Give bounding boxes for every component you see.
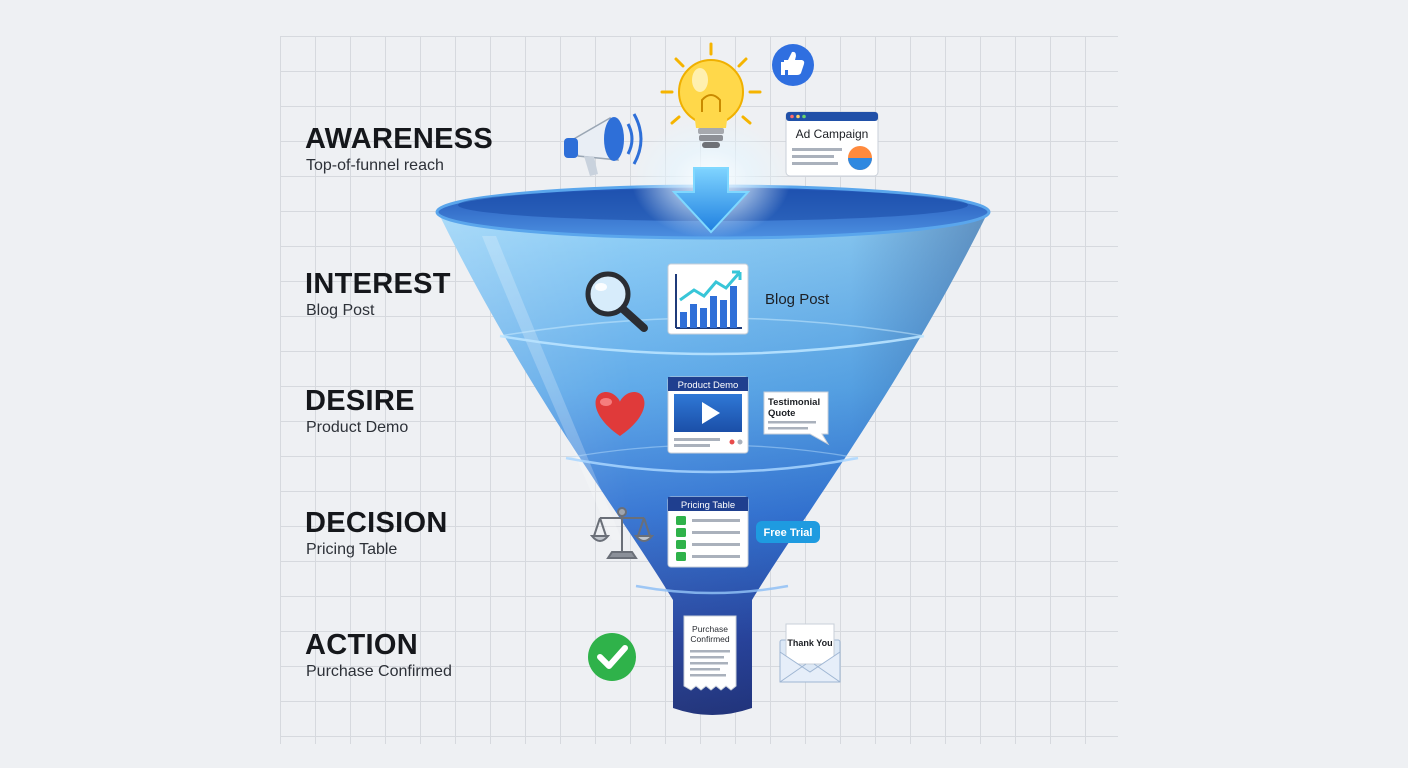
checkmark-icon [588, 633, 636, 681]
purchase-label-line2: Confirmed [690, 634, 729, 644]
megaphone-icon [564, 113, 643, 176]
ad-campaign-card: Ad Campaign [785, 111, 879, 177]
balance-scale-icon [589, 507, 655, 559]
pricing-table-label: Pricing Table [681, 500, 735, 511]
stage-subtitle-interest: Blog Post [306, 302, 375, 319]
stage-title-awareness: AWARENESS [305, 123, 494, 155]
stage-title-action: ACTION [305, 629, 418, 661]
free-trial-pill: Free Trial [756, 521, 820, 543]
blog-post-label: Blog Post [765, 291, 830, 308]
thank-you-label: Thank You [787, 638, 832, 648]
stage-title-interest: INTEREST [305, 268, 451, 300]
growth-chart-icon [667, 263, 749, 335]
testimonial-bubble-icon: Testimonial Quote [763, 391, 830, 446]
lightbulb-icon [660, 42, 762, 148]
stage-subtitle-decision: Pricing Table [306, 541, 398, 558]
free-trial-label: Free Trial [764, 527, 813, 539]
stage-subtitle-action: Purchase Confirmed [306, 663, 452, 680]
envelope-icon: Thank You [779, 623, 841, 683]
stage-subtitle-awareness: Top-of-funnel reach [306, 157, 444, 174]
thumbs-up-icon [772, 44, 814, 86]
ad-campaign-label: Ad Campaign [796, 127, 869, 141]
video-player-icon: Product Demo [667, 376, 749, 454]
product-demo-label: Product Demo [678, 380, 739, 391]
receipt-icon: Purchase Confirmed [683, 615, 737, 691]
testimonial-label-line1: Testimonial [768, 397, 820, 408]
testimonial-label-line2: Quote [768, 408, 795, 419]
checklist-icon: Pricing Table [667, 496, 749, 568]
down-arrow-icon [671, 167, 751, 234]
stage-title-desire: DESIRE [305, 385, 415, 417]
purchase-label-line1: Purchase [692, 624, 728, 634]
stage-title-decision: DECISION [305, 507, 448, 539]
magnifier-icon [585, 271, 648, 332]
stage-subtitle-desire: Product Demo [306, 419, 409, 436]
